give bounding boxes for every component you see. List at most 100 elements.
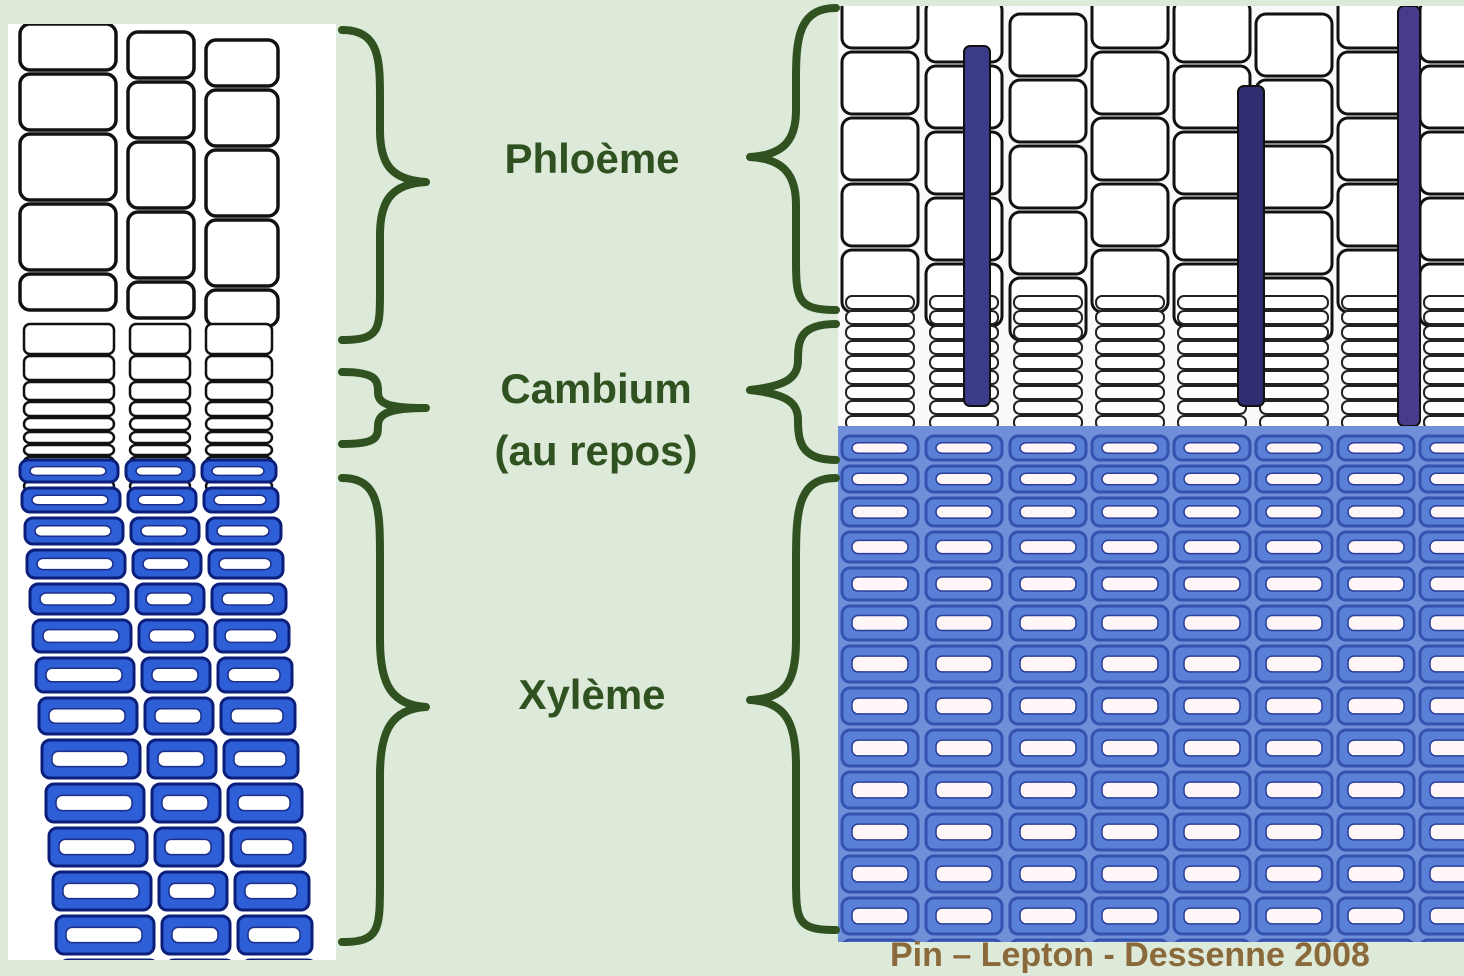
cambium-cell [130,402,190,416]
xylem-lumen [1430,506,1464,518]
cambium-cell [1014,356,1082,369]
cambium-cell [1424,341,1464,354]
xylem-lumen [852,656,908,672]
cambium-cell [1014,401,1082,414]
phloem-cell [1420,6,1464,62]
cambium-cell [846,386,914,399]
xylem-lumen [1266,740,1322,756]
xylem-lumen [1266,866,1322,882]
xylem-label: Xylème [442,664,742,726]
xylem-lumen [1020,866,1076,882]
xylem-lumen [852,698,908,714]
xylem-lumen [852,443,908,454]
xylem-lumen [1020,540,1076,553]
cambium-cell [1424,356,1464,369]
phloem-cell [20,134,116,200]
xylem-lumen [149,630,195,643]
xylem-lumen [59,839,135,854]
xylem-lumen [245,883,297,898]
cambium-cell [1178,371,1246,384]
phloem-cell [206,290,278,326]
xylem-lumen [1184,577,1240,591]
phloem-label: Phloème [442,128,742,190]
cambium-cell [130,418,190,430]
phloem-cell [1420,198,1464,260]
xylem-lumen [248,927,300,942]
phloem-cell [1092,118,1168,180]
xylem-lumen [37,558,113,569]
xylem-lumen [1184,698,1240,714]
xylem-lumen [852,740,908,756]
cambium-cell [206,418,272,430]
xylem-lumen [162,795,208,810]
xylem-lumen [1266,473,1322,484]
xylem-lumen [1348,443,1404,454]
xylem-lumen [35,526,111,536]
xylem-lumen [141,526,187,536]
phloem-cell [128,32,194,78]
xylem-lumen [1102,866,1158,882]
xylem-lumen [852,866,908,882]
xylem-lumen [1184,473,1240,484]
xylem-lumen [852,616,908,631]
cambium-cell [1096,296,1164,309]
xylem-lumen [1348,577,1404,591]
xylem-lumen [1348,866,1404,882]
phloem-cell [128,142,194,208]
xylem-lumen [1184,506,1240,518]
phloem-cell [128,212,194,278]
xylem-lumen [228,668,280,682]
phloem-cell [1010,212,1086,274]
xylem-lumen [143,558,189,569]
xylem-lumen [1102,506,1158,518]
cambium-cell [1424,371,1464,384]
xylem-lumen [1102,656,1158,672]
phloem-cell [20,24,116,70]
xylem-lumen [1102,577,1158,591]
cambium-cell [1014,341,1082,354]
xylem-lumen [212,467,264,476]
xylem-lumen [225,630,277,643]
xylem-lumen [1266,656,1322,672]
phloem-cell [842,118,918,180]
xylem-lumen [46,668,122,682]
xylem-lumen [158,751,204,766]
cambium-cell [130,356,190,380]
xylem-lumen [1020,577,1076,591]
xylem-lumen [217,526,269,536]
photo-credit: Pin – Lepton - Dessenne 2008 [890,936,1370,976]
xylem-lumen [1184,866,1240,882]
phloem-brace-right [750,8,836,310]
cambium-cell [1178,401,1246,414]
cambium-cell [206,324,272,354]
xylem-lumen [136,467,182,476]
phloem-cell [1420,66,1464,128]
phloem-cell [1092,184,1168,246]
xylem-lumen [1430,473,1464,484]
phloem-cell [206,40,278,86]
right-braces [740,0,840,960]
cambium-cell [1424,311,1464,324]
xylem-lumen [936,506,992,518]
cambium-cell [1260,326,1328,339]
schematic-illustration [8,24,336,960]
cambium-cell [1014,371,1082,384]
cambium-cell [1178,356,1246,369]
cambium-cell [1178,341,1246,354]
xylem-lumen [1430,443,1464,454]
phloem-label-text: Phloème [442,128,742,190]
xylem-brace-left [342,478,426,942]
cambium-cell [24,356,114,380]
phloem-cell [1420,132,1464,194]
xylem-lumen [241,839,293,854]
xylem-lumen [852,824,908,840]
cambium-cell [1014,311,1082,324]
xylem-lumen [238,795,290,810]
xylem-lumen [1266,824,1322,840]
phloem-cell [20,204,116,270]
xylem-lumen [1430,656,1464,672]
xylem-brace-right [750,478,836,930]
cambium-cell [846,296,914,309]
xylem-lumen [1102,443,1158,454]
xylem-lumen [1184,443,1240,454]
